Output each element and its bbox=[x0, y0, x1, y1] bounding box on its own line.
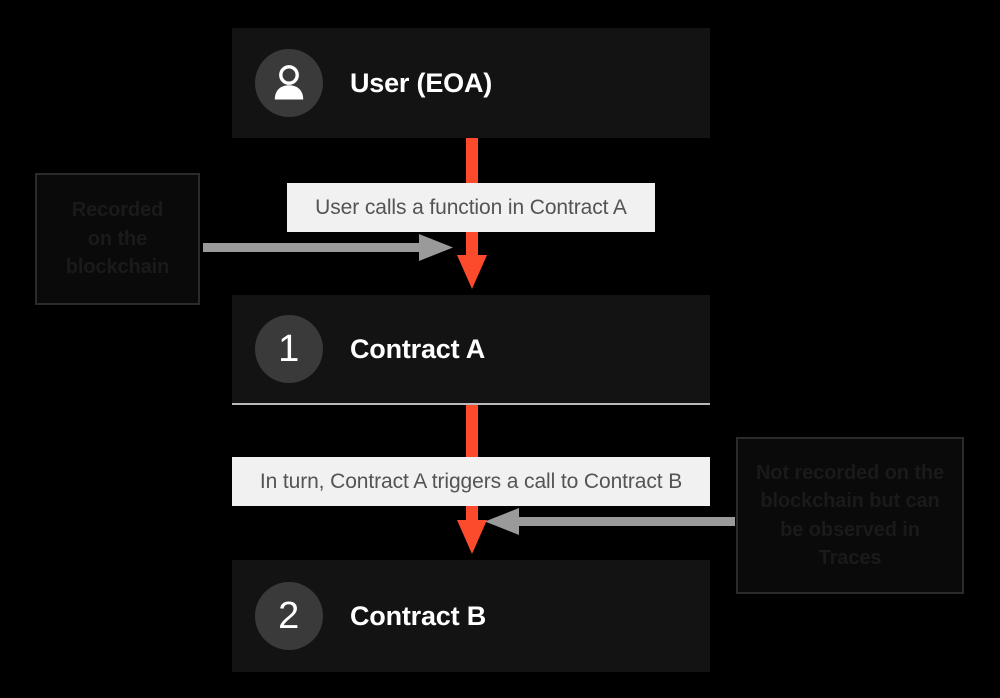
node-user-eoa[interactable]: User (EOA) bbox=[232, 28, 710, 138]
callout-recorded-on-blockchain: Recorded on the blockchain bbox=[35, 173, 200, 305]
callout-line: Not recorded on the bbox=[755, 461, 945, 484]
node-user-eoa-label: User (EOA) bbox=[350, 67, 493, 98]
callout-line: blockchain but can bbox=[760, 490, 940, 513]
node-contract-b[interactable]: 2 Contract B bbox=[232, 560, 710, 672]
person-icon-glyph bbox=[274, 65, 304, 100]
node-contract-a[interactable]: 1 Contract A bbox=[232, 295, 710, 405]
edge-label-user-calls-contract-a: User calls a function in Contract A bbox=[287, 183, 655, 232]
node-contract-b-label: Contract B bbox=[350, 600, 487, 631]
callout-line: Traces bbox=[818, 546, 882, 569]
step-number-badge-1: 1 bbox=[255, 315, 323, 383]
edge-label-contract-a-calls-contract-b: In turn, Contract A triggers a call to C… bbox=[232, 457, 710, 506]
callout-line: blockchain bbox=[65, 256, 170, 279]
node-contract-a-label: Contract A bbox=[350, 333, 486, 364]
callout-line: Recorded bbox=[71, 199, 164, 222]
person-icon bbox=[255, 49, 323, 117]
callout-line: on the bbox=[87, 227, 148, 250]
callout-not-recorded-traces: Not recorded on the blockchain but can b… bbox=[736, 437, 964, 594]
gray-arrow-traces-pointer bbox=[485, 508, 735, 535]
callout-line: be observed in bbox=[780, 518, 920, 541]
step-number-badge-2: 2 bbox=[255, 582, 323, 650]
gray-arrow-recorded-pointer bbox=[203, 234, 453, 261]
